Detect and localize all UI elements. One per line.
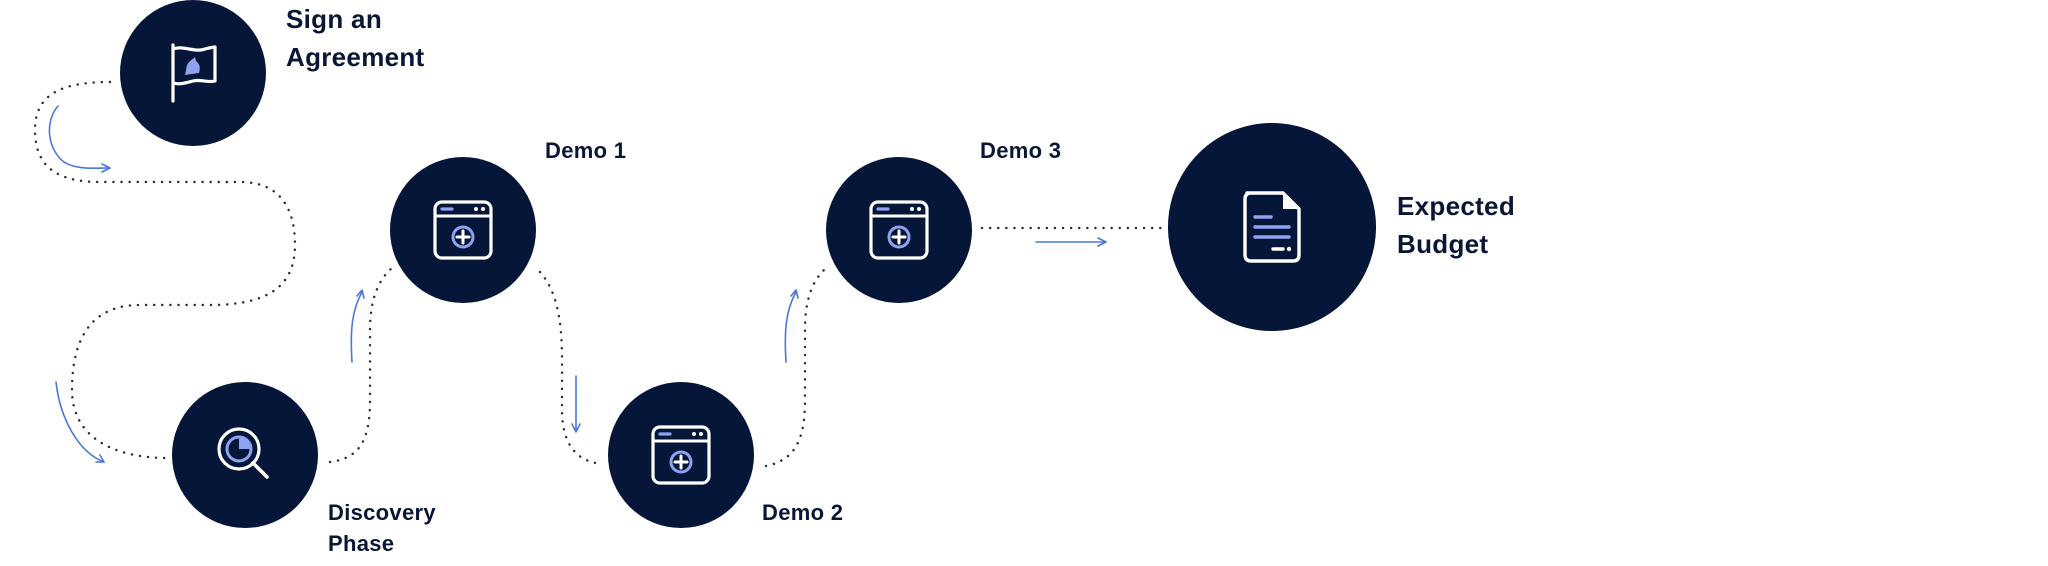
label-demo-2: Demo 2 xyxy=(762,497,843,528)
label-line: Agreement xyxy=(286,42,425,72)
arrow-down-to-discovery xyxy=(55,381,105,463)
label-demo-3: Demo 3 xyxy=(980,135,1061,166)
arrow-down-to-demo2 xyxy=(571,375,581,433)
flag-icon xyxy=(171,43,217,103)
arrow-up-to-demo3 xyxy=(784,289,799,363)
label-line: Expected xyxy=(1397,191,1516,221)
node-sign-agreement xyxy=(120,0,266,146)
node-demo-3 xyxy=(826,157,972,303)
label-line: Phase xyxy=(328,531,395,556)
document-icon xyxy=(1243,191,1301,263)
label-line: Sign an xyxy=(286,4,382,34)
browser-window-plus-icon xyxy=(433,200,493,260)
browser-window-plus-icon xyxy=(869,200,929,260)
node-discovery-phase xyxy=(172,382,318,528)
label-line: Demo 2 xyxy=(762,500,844,525)
label-demo-1: Demo 1 xyxy=(545,135,626,166)
node-demo-1 xyxy=(390,157,536,303)
node-expected-budget xyxy=(1168,123,1376,331)
label-line: Budget xyxy=(1397,229,1489,259)
arrow-right-to-budget xyxy=(1035,237,1107,247)
dotted-path-discovery-to-demo1 xyxy=(328,266,394,464)
label-line: Discovery xyxy=(328,500,436,525)
node-demo-2 xyxy=(608,382,754,528)
dotted-path-demo2-to-demo3 xyxy=(764,268,826,468)
browser-window-plus-icon xyxy=(651,425,711,485)
label-expected-budget: Expected Budget xyxy=(1397,187,1515,263)
arrow-up-to-demo1 xyxy=(350,289,365,363)
arrow-sign-loop xyxy=(48,105,111,173)
label-line: Demo 3 xyxy=(980,138,1062,163)
label-line: Demo 1 xyxy=(545,138,627,163)
label-sign-agreement: Sign an Agreement xyxy=(286,0,425,76)
dotted-path-sign-to-discovery xyxy=(33,80,297,460)
dotted-path-demo1-to-demo2 xyxy=(538,270,604,466)
label-discovery-phase: Discovery Phase xyxy=(328,497,436,559)
magnifier-pie-chart-icon xyxy=(217,427,269,479)
